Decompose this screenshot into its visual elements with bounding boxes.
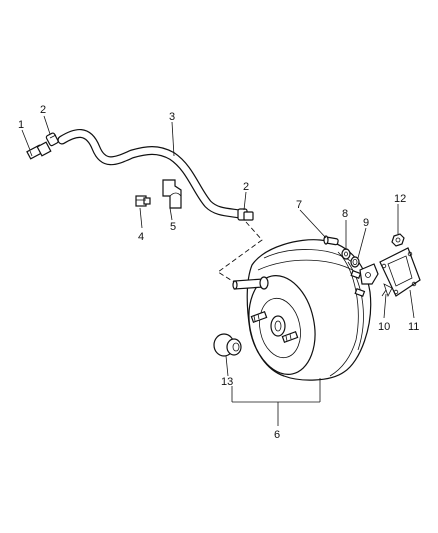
callout-13: 13 [221,376,233,388]
mounting-stud-lower [281,331,299,343]
clevis [359,263,379,285]
callout-10: 10 [378,321,390,333]
washer [341,248,351,260]
gasket [379,247,421,297]
hose-clamp-right [237,208,254,221]
nut [391,233,405,247]
callout-3: 3 [169,111,175,123]
leader-lines [21,115,415,426]
callout-11: 11 [408,321,419,333]
grommet [213,333,242,357]
callout-6: 6 [274,429,280,441]
clevis-pin [323,235,339,246]
callout-12: 12 [394,193,406,205]
callout-7: 7 [296,199,302,211]
callout-5: 5 [170,221,176,233]
bolt [135,195,151,207]
hose-clamp-left [45,132,59,147]
hose-fitting [26,141,52,160]
o-ring [350,256,360,268]
vacuum-hose [57,129,245,219]
mounting-stud-upper [250,311,268,323]
callout-8: 8 [342,208,348,220]
vacuum-inlet-nipple [232,276,269,290]
callout-labels: 1 2 3 2 4 5 7 8 9 12 10 11 13 6 [18,104,419,441]
hose-connection-dashed [217,221,263,283]
hose-clip [162,179,182,209]
brake-booster [232,239,372,381]
callout-2-right: 2 [243,181,249,193]
callout-4: 4 [138,231,144,243]
callout-9: 9 [363,217,369,229]
callout-2-left: 2 [40,104,46,116]
callout-1: 1 [18,119,24,131]
retaining-clip [381,283,393,298]
